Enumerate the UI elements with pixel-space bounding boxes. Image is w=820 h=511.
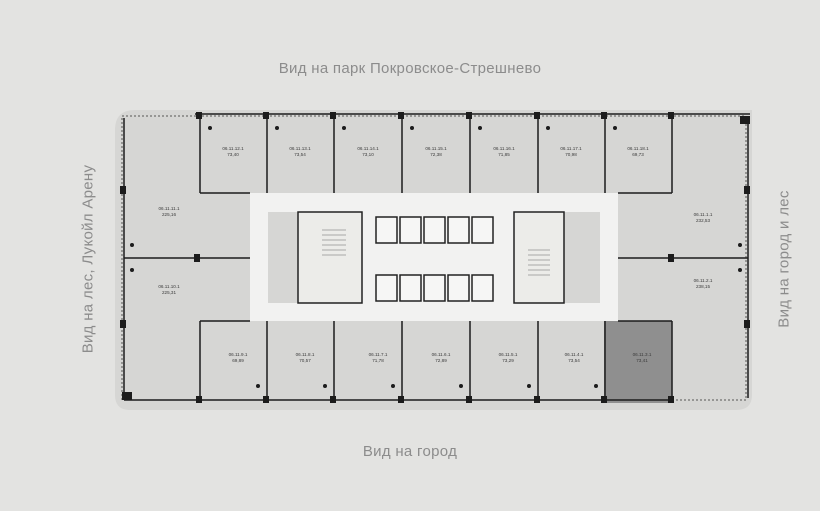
unit-06-11-6-1[interactable]: 06.11.6.172,89 [432,352,451,363]
svg-text:73,54: 73,54 [568,358,580,363]
svg-text:73,10: 73,10 [362,152,374,157]
view-label-bottom: Вид на город [362,443,458,460]
svg-text:70,98: 70,98 [565,152,577,157]
unit-06-11-4-1[interactable]: 06.11.4.173,54 [565,352,584,363]
svg-text:73,54: 73,54 [294,152,306,157]
stairs [322,229,550,276]
units-bottom: 06.11.9.169,89 06.11.8.170,57 06.11.7.17… [229,352,652,363]
svg-text:70,57: 70,57 [299,358,311,363]
svg-text:06.11.18.1: 06.11.18.1 [627,146,649,151]
svg-text:06.11.15.1: 06.11.15.1 [425,146,447,151]
unit-06-11-5-1[interactable]: 06.11.5.173,29 [499,352,518,363]
svg-text:225,16: 225,16 [162,212,176,217]
core [297,211,565,304]
svg-text:06.11.2.1: 06.11.2.1 [694,278,713,283]
unit-06-11-16-1[interactable]: 06.11.16.171,85 [493,146,515,157]
unit-06-11-12-1[interactable]: 06.11.12.173,40 [222,146,244,157]
svg-text:73,41: 73,41 [636,358,648,363]
svg-text:06.11.16.1: 06.11.16.1 [493,146,515,151]
elevators [375,216,494,302]
svg-text:06.11.11.1: 06.11.11.1 [158,206,179,211]
unit-06-11-18-1[interactable]: 06.11.18.169,73 [627,146,649,157]
svg-text:232,53: 232,53 [696,218,710,223]
svg-text:73,29: 73,29 [502,358,514,363]
svg-text:06.11.14.1: 06.11.14.1 [357,146,379,151]
svg-text:06.11.12.1: 06.11.12.1 [222,146,244,151]
svg-text:69,73: 69,73 [632,152,644,157]
svg-text:06.11.7.1: 06.11.7.1 [369,352,388,357]
view-label-top: Вид на парк Покровское-Стрешнево [278,60,542,77]
svg-text:73,40: 73,40 [227,152,239,157]
svg-text:06.11.5.1: 06.11.5.1 [499,352,518,357]
unit-06-11-14-1[interactable]: 06.11.14.173,10 [357,146,379,157]
svg-text:06.11.3.1: 06.11.3.1 [633,352,652,357]
svg-text:06.11.1.1: 06.11.1.1 [694,212,713,217]
svg-text:06.11.8.1: 06.11.8.1 [296,352,315,357]
unit-06-11-17-1[interactable]: 06.11.17.170,98 [560,146,582,157]
water-point-icons [130,126,742,388]
unit-06-11-9-1[interactable]: 06.11.9.169,89 [229,352,248,363]
unit-06-11-13-1[interactable]: 06.11.13.173,54 [289,146,311,157]
svg-text:06.11.6.1: 06.11.6.1 [432,352,451,357]
columns [120,112,750,403]
svg-text:06.11.4.1: 06.11.4.1 [565,352,584,357]
selected-unit-highlight[interactable] [604,321,672,403]
svg-text:71,78: 71,78 [372,358,384,363]
unit-06-11-15-1[interactable]: 06.11.15.172,38 [425,146,447,157]
units-top: 06.11.12.173,40 06.11.13.173,54 06.11.14… [222,146,649,157]
svg-text:72,38: 72,38 [430,152,442,157]
unit-06-11-8-1[interactable]: 06.11.8.170,57 [296,352,315,363]
svg-text:225,31: 225,31 [162,290,176,295]
svg-text:69,89: 69,89 [232,358,244,363]
svg-text:71,85: 71,85 [498,152,510,157]
svg-text:06.11.13.1: 06.11.13.1 [289,146,311,151]
svg-text:06.11.10.1: 06.11.10.1 [158,284,180,289]
svg-text:06.11.17.1: 06.11.17.1 [560,146,582,151]
unit-06-11-7-1[interactable]: 06.11.7.171,78 [369,352,388,363]
svg-text:06.11.9.1: 06.11.9.1 [229,352,248,357]
unit-06-11-3-1[interactable]: 06.11.3.173,41 [633,352,652,363]
svg-text:238,15: 238,15 [696,284,710,289]
svg-text:72,89: 72,89 [435,358,447,363]
